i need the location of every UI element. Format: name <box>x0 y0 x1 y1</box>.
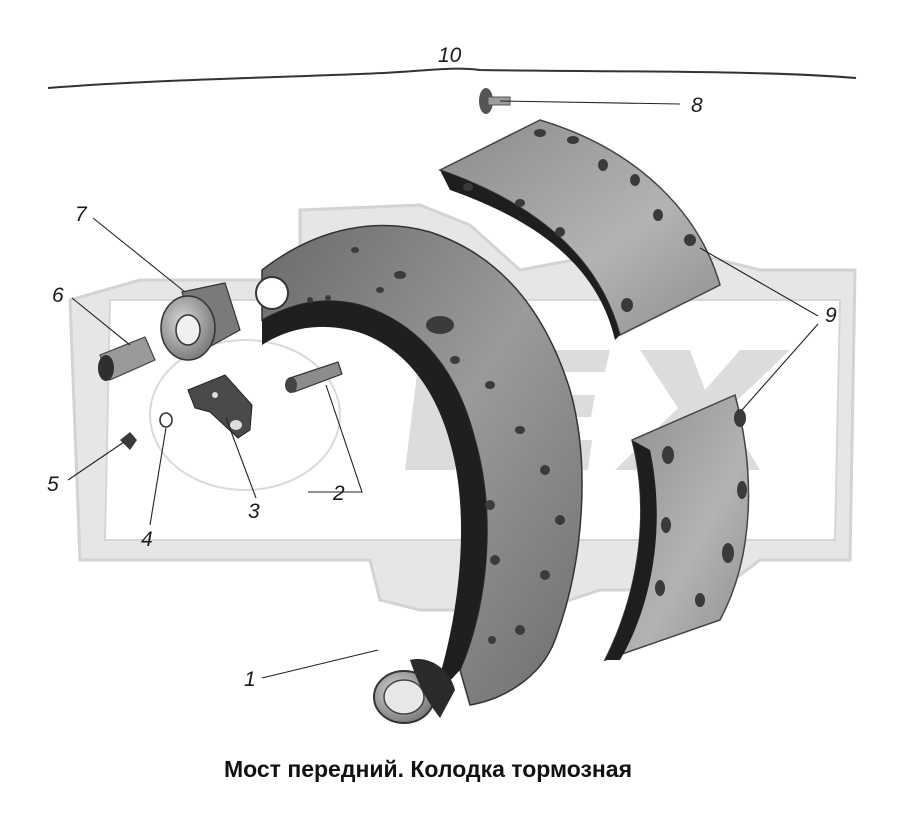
part-7-bushing <box>160 282 241 361</box>
leader-line-5 <box>67 441 125 481</box>
callout-8: 8 <box>691 94 703 117</box>
leader-line-9b <box>741 323 819 411</box>
callout-7: 7 <box>75 203 88 226</box>
leader-line-1 <box>261 649 379 679</box>
callout-6: 6 <box>52 284 64 307</box>
part-6-sleeve <box>98 336 156 381</box>
diagram-caption: Мост передний. Колодка тормозная <box>223 756 633 782</box>
callout-4: 4 <box>141 528 153 551</box>
part-4-ring <box>159 412 173 428</box>
leader-line-3 <box>225 417 257 499</box>
part-9-lining-upper <box>438 119 721 340</box>
leader-line-4 <box>149 427 167 526</box>
callout-10: 10 <box>438 44 462 67</box>
leader-line-6 <box>71 297 131 346</box>
callout-2: 2 <box>332 482 345 505</box>
leader-lines <box>67 100 819 679</box>
callout-3: 3 <box>248 500 260 523</box>
callout-1: 1 <box>244 668 256 691</box>
part-3-plate <box>187 374 253 439</box>
callout-5: 5 <box>47 473 59 496</box>
leader-line-7 <box>92 217 186 293</box>
leader-line-9a <box>699 247 819 317</box>
leader-line-8 <box>499 100 681 105</box>
callout-9: 9 <box>825 304 837 327</box>
part-2-pin <box>285 361 343 393</box>
part-10-contour <box>47 67 857 89</box>
leader-line-2 <box>308 384 363 493</box>
part-9-lining-lower <box>603 393 750 662</box>
part-1-brake-shoe <box>255 224 583 724</box>
callout-labels: 1 2 3 4 5 6 7 8 9 10 <box>47 44 837 691</box>
part-5-fitting <box>120 432 137 450</box>
